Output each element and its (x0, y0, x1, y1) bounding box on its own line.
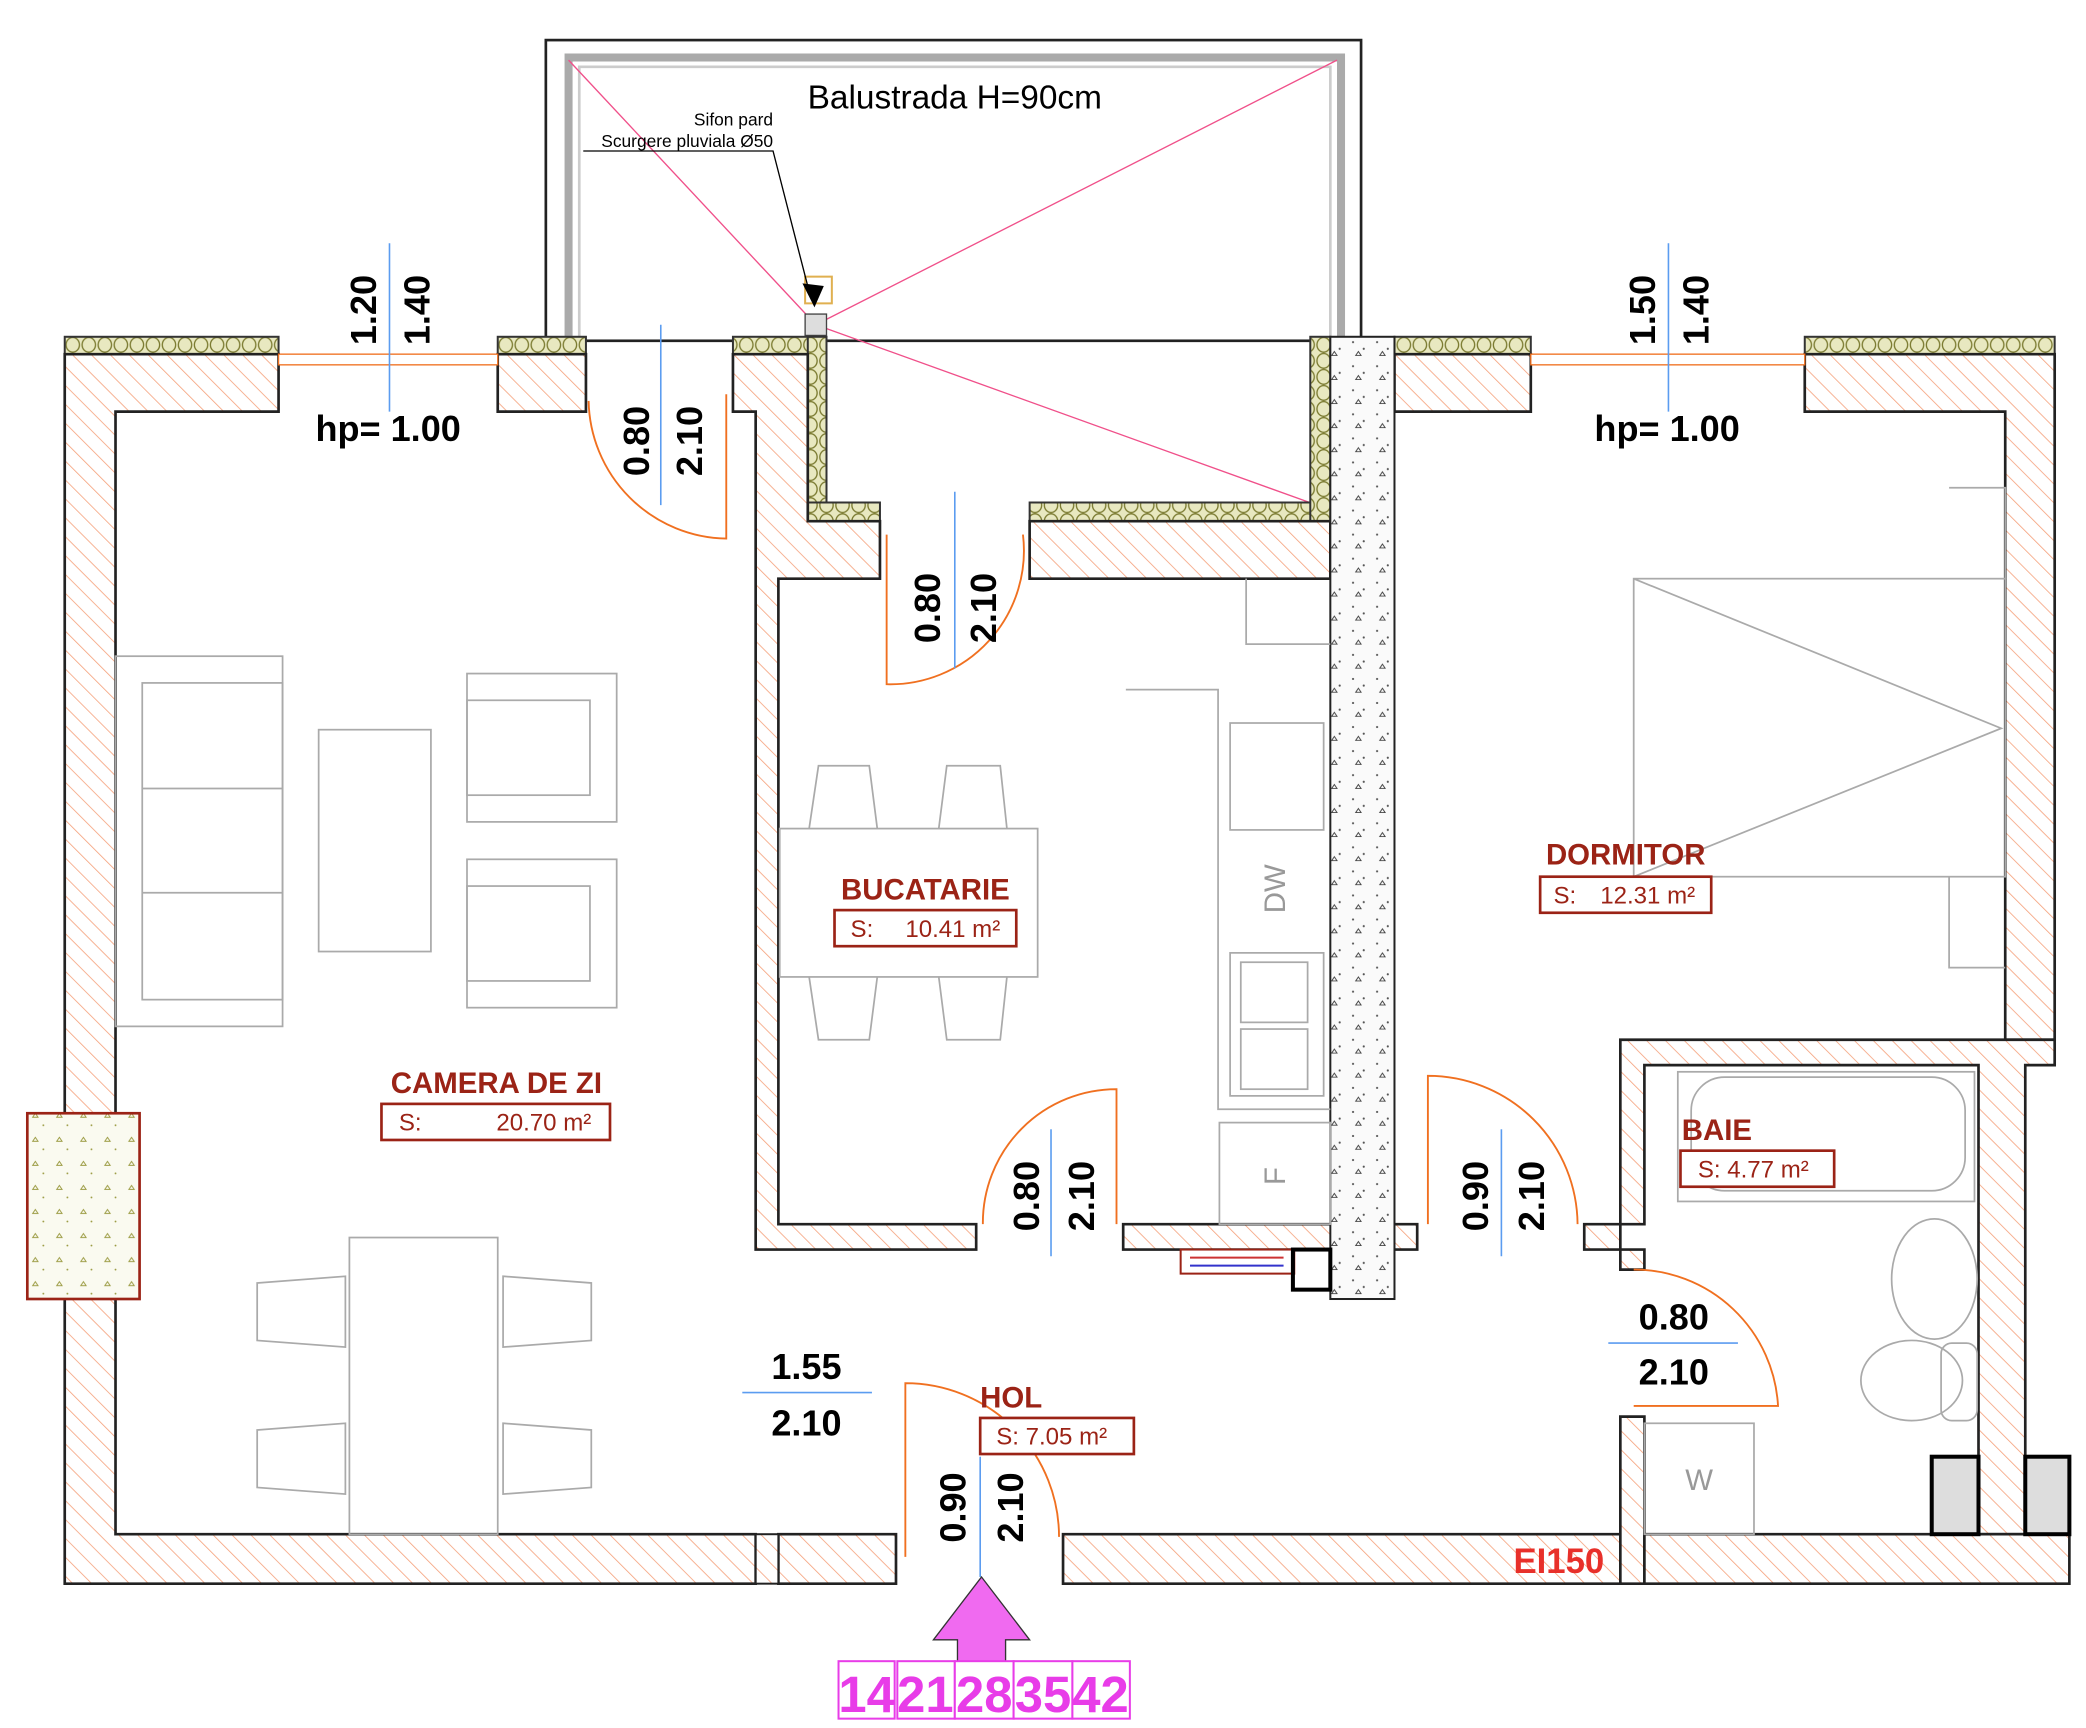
entrance-number: 14 (838, 1666, 894, 1723)
svg-text:BAIE: BAIE (1682, 1114, 1752, 1147)
svg-text:12.31 m²: 12.31 m² (1600, 882, 1695, 909)
door-5-width: 0.90 (932, 1472, 973, 1542)
svg-text:20.70 m²: 20.70 m² (496, 1110, 591, 1137)
drain-note-1: Sifon pard (694, 110, 773, 130)
slope-lines (568, 59, 1338, 506)
radiator (25, 1111, 141, 1301)
svg-text:S:: S: (996, 1424, 1019, 1451)
concrete-column (1329, 335, 1396, 1301)
room-baie: BAIE S: 4.77 m² (1679, 1114, 1836, 1189)
opening-width: 1.55 (771, 1346, 841, 1387)
window-2-width: 1.50 (1622, 275, 1663, 345)
room-camera-de-zi: CAMERA DE ZI S: 20.70 m² (380, 1067, 612, 1142)
walls (25, 335, 2072, 1586)
door-1-height: 2.10 (669, 406, 710, 476)
door-4-width: 0.90 (1455, 1161, 1496, 1231)
svg-text:DORMITOR: DORMITOR (1546, 839, 1705, 872)
fire-rating: EI150 (1513, 1543, 1604, 1581)
balcony-title: Balustrada H=90cm (808, 79, 1102, 116)
door-2-height: 2.10 (963, 573, 1004, 643)
entrance-marker: 14 21 28 35 42 (837, 1575, 1131, 1723)
window-1-height: 1.40 (397, 275, 438, 345)
svg-text:S:: S: (851, 916, 874, 943)
door-3-height: 2.10 (1061, 1161, 1102, 1231)
balcony: Balustrada H=90cm Sifon pard Scurgere pl… (544, 38, 1363, 506)
opening-height: 2.10 (771, 1402, 841, 1443)
svg-text:10.41 m²: 10.41 m² (905, 916, 1000, 943)
fridge-label: F (1259, 1167, 1292, 1185)
window-2-height: 1.40 (1676, 275, 1717, 345)
windows: 1.20 1.40 hp= 1.00 1.50 1.40 hp= 1.00 (277, 243, 1806, 449)
leader-arrow (583, 150, 812, 297)
entrance-number: 42 (1072, 1666, 1128, 1723)
door-2-width: 0.80 (907, 573, 948, 643)
entrance-arrow-icon (932, 1575, 1031, 1662)
dishwasher-label: DW (1259, 864, 1292, 913)
entrance-number: 28 (956, 1666, 1012, 1723)
window-1-width: 1.20 (343, 275, 384, 345)
door-4-height: 2.10 (1511, 1161, 1552, 1231)
window-2-sill: hp= 1.00 (1594, 408, 1739, 449)
entrance-number: 35 (1015, 1666, 1071, 1723)
window-1-sill: hp= 1.00 (315, 408, 460, 449)
door-3-width: 0.80 (1006, 1161, 1047, 1231)
washer-label: W (1685, 1464, 1713, 1497)
furniture: DW F W (114, 486, 2007, 1536)
svg-text:4.77 m²: 4.77 m² (1727, 1156, 1809, 1183)
door-1-width: 0.80 (616, 406, 657, 476)
room-hol: HOL S: 7.05 m² (978, 1381, 1136, 1456)
svg-text:BUCATARIE: BUCATARIE (841, 873, 1010, 906)
doors: 0.80 2.10 0.80 2.10 0.80 2.10 0.90 2.10 … (587, 324, 1780, 1577)
svg-text:S:: S: (1554, 882, 1577, 909)
svg-text:S:: S: (399, 1110, 422, 1137)
svg-text:S:: S: (1698, 1156, 1721, 1183)
door-5-height: 2.10 (990, 1472, 1031, 1542)
svg-text:HOL: HOL (980, 1381, 1042, 1414)
drain-icon (804, 275, 833, 305)
entrance-number: 21 (897, 1666, 953, 1723)
room-dormitor: DORMITOR S: 12.31 m² (1538, 839, 1713, 915)
svg-text:CAMERA DE ZI: CAMERA DE ZI (391, 1067, 602, 1100)
room-bucatarie: BUCATARIE S: 10.41 m² (833, 873, 1018, 948)
door-7-height: 2.10 (1639, 1352, 1709, 1393)
svg-text:7.05 m²: 7.05 m² (1026, 1424, 1108, 1451)
door-7-width: 0.80 (1639, 1297, 1709, 1338)
drain-note-2: Scurgere pluviala Ø50 (601, 131, 773, 151)
